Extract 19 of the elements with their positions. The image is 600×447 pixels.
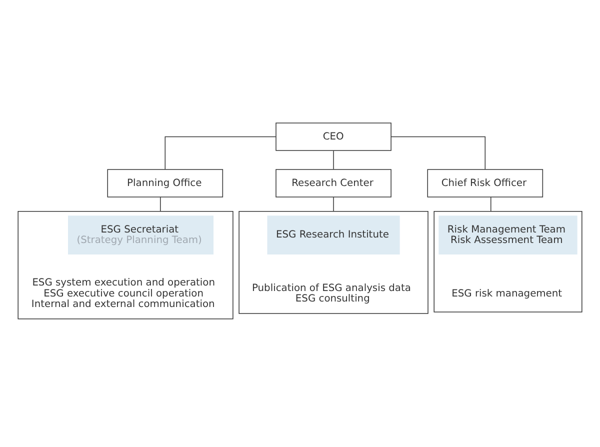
connector [160, 196, 161, 212]
node-box: Risk Management Team Risk Assessment Team [438, 215, 578, 254]
connector [333, 196, 334, 212]
cluster [434, 210, 582, 312]
node-text: ESG risk management [452, 288, 562, 299]
connector [164, 136, 276, 170]
node-text: Publication of ESG analysis data ESG consulting [252, 282, 411, 304]
connector [490, 196, 492, 212]
node-text: ESG system execution and operation ESG executive council operation Internal and external communication [31, 277, 216, 310]
node-box: Research Center [276, 168, 392, 197]
connector [333, 150, 334, 170]
connector [390, 136, 486, 170]
cluster [238, 210, 428, 314]
node-box: ESG Research Institute [267, 215, 400, 254]
node-box: Planning Office [107, 168, 224, 197]
node-box: CEO [276, 122, 392, 150]
node-box: Chief Risk Officer [427, 168, 544, 197]
node-box: ESG Secretariat (Strategy Planning Team) [68, 215, 214, 254]
cluster [18, 210, 234, 319]
